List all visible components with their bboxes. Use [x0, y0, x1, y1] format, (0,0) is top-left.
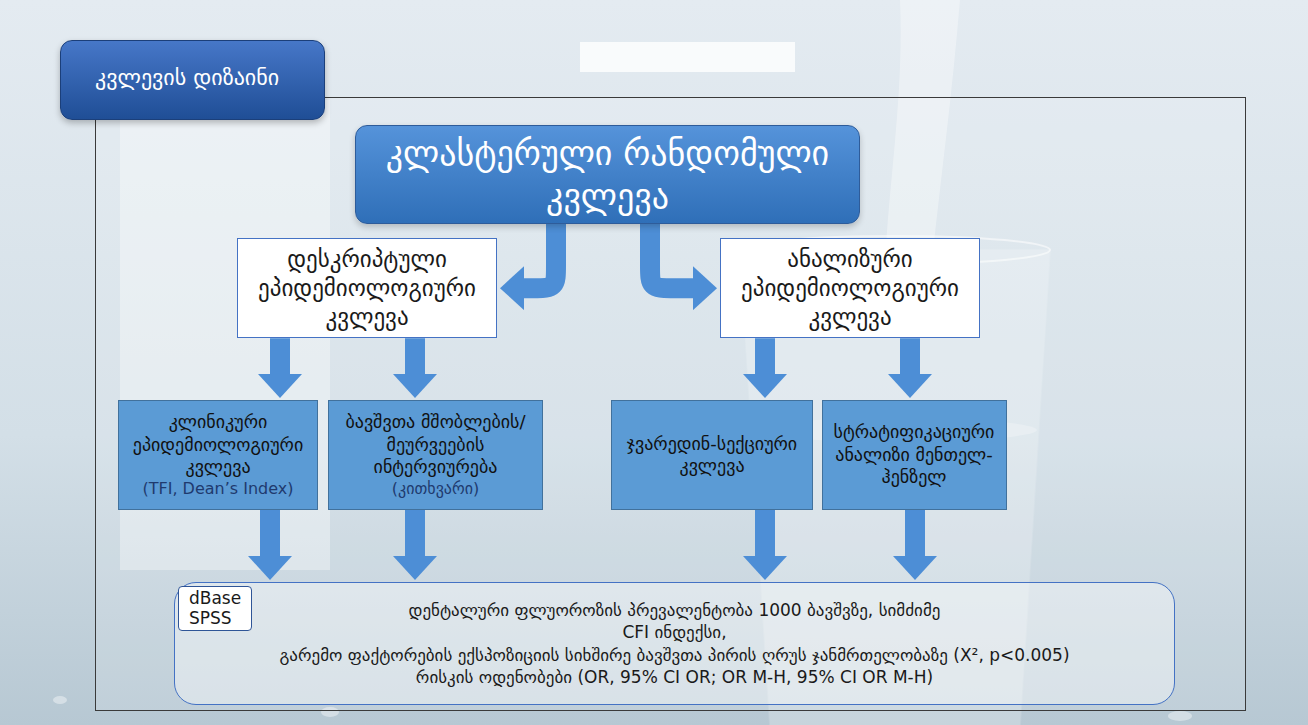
node-text: ჯვარედინ-სექციური კვლევა: [620, 433, 804, 478]
node-text: ანალიზური ეპიდემიოლოგიური კვლევა: [729, 245, 971, 331]
method-box: ჯვარედინ-სექციური კვლევა: [611, 400, 813, 510]
title-text: კვლევის დიზაინი: [95, 65, 308, 91]
method-box: კლინიკური ეპიდემიოლოგიური კვლევა(TFI, De…: [118, 400, 318, 510]
root-box: კლასტერული რანდომული კვლევა: [355, 125, 860, 224]
water-drop: [53, 696, 67, 704]
block-arrow: [270, 338, 290, 374]
node-text: CFI ინდექსი,: [195, 621, 1154, 643]
block-arrow: [260, 510, 280, 556]
block-arrow: [405, 510, 425, 556]
branch-box: დესკრიპტული ეპიდემიოლოგიური კვლევა: [237, 238, 497, 338]
result-box: დენტალური ფლუოროზის პრევალენტობა 1000 ბა…: [174, 582, 1175, 705]
method-box: ბავშვთა მშობლების/მეურვეების ინტერვიურებ…: [328, 400, 543, 510]
block-arrow: [905, 510, 925, 556]
window-light: [580, 42, 795, 72]
branch-box: ანალიზური ეპიდემიოლოგიური კვლევა: [720, 238, 980, 338]
node-text: სტრატიფიკაციური ანალიზი მენთელ-ჰენზელ: [831, 421, 998, 489]
block-arrow: [900, 338, 920, 374]
node-text: დესკრიპტული ეპიდემიოლოგიური კვლევა: [246, 245, 488, 331]
water-drop: [1168, 711, 1192, 721]
title-banner: კვლევის დიზაინი: [60, 40, 325, 120]
software-box: dBase SPSS: [178, 586, 252, 631]
node-text: კლინიკური ეპიდემიოლოგიური კვლევა: [127, 411, 309, 479]
node-text: რისკის ოდენობები (OR, 95% CI OR; OR M-H,…: [195, 666, 1154, 688]
block-arrow: [650, 224, 693, 288]
node-text: (TFI, Dean’s Index): [127, 479, 309, 499]
block-arrow: [755, 338, 775, 374]
block-arrow: [405, 338, 425, 374]
node-text: კლასტერული რანდომული კვლევა: [368, 132, 847, 217]
node-text: dBase SPSS: [189, 589, 241, 628]
node-text: გარემო ფაქტორების ექსპოზიციის სიხშირე ბა…: [195, 644, 1154, 666]
node-text: (კითხვარი): [337, 479, 534, 499]
frame: [96, 98, 1246, 711]
block-arrow: [524, 224, 556, 288]
node-text: დენტალური ფლუოროზის პრევალენტობა 1000 ბა…: [195, 599, 1154, 621]
block-arrow: [755, 510, 775, 556]
node-text: ბავშვთა მშობლების/მეურვეების ინტერვიურებ…: [337, 411, 534, 479]
method-box: სტრატიფიკაციური ანალიზი მენთელ-ჰენზელ: [822, 400, 1007, 510]
